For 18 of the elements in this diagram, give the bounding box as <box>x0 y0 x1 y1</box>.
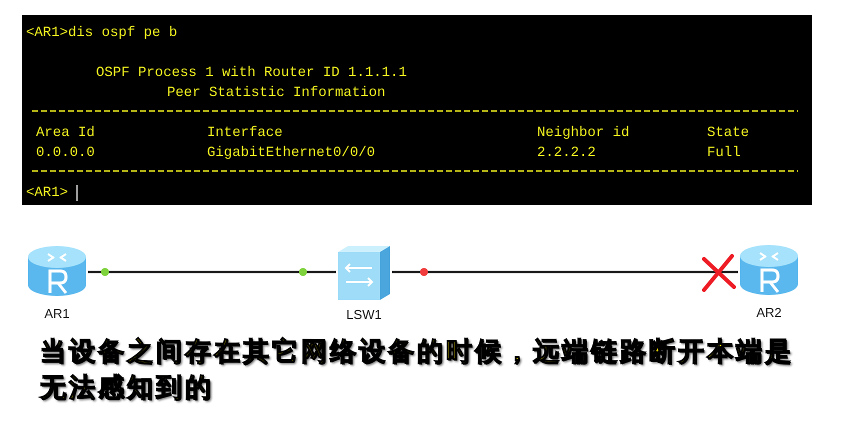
terminal-text: <AR1> <box>26 185 68 201</box>
device-label: AR1 <box>43 306 71 321</box>
device-label: LSW1 <box>345 307 383 322</box>
terminal-text: 0.0.0.0 <box>36 145 95 161</box>
terminal-text: Peer Statistic Information <box>167 85 386 101</box>
terminal-text: Full <box>707 145 741 161</box>
terminal-text: 2.2.2.2 <box>537 145 596 161</box>
device-label: AR2 <box>755 305 783 320</box>
terminal-text: <AR1>dis ospf pe b <box>26 25 178 41</box>
terminal-text: Neighbor id <box>537 125 630 141</box>
link-line <box>88 270 336 274</box>
terminal-text: Area Id <box>36 125 95 141</box>
caption: 当设备之间存在其它网络设备的时候，远端链路断开本端是无法感知到的 <box>40 336 795 405</box>
terminal-text: OSPF Process 1 with Router ID 1.1.1.1 <box>96 65 407 81</box>
terminal-text: State <box>707 125 750 141</box>
terminal-text: GigabitEthernet0/0/0 <box>207 145 376 161</box>
link-line <box>392 270 738 274</box>
terminal-text: Interface <box>207 125 283 141</box>
